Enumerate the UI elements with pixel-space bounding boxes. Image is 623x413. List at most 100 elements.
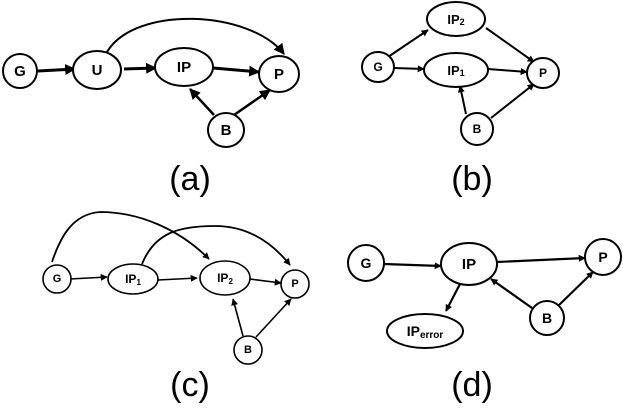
svg-text:B: B <box>542 310 552 326</box>
panel-b-label: (b) <box>451 160 493 198</box>
edge-c-g-ip2 <box>51 211 210 263</box>
node-c-b: B <box>233 335 263 365</box>
node-d-b-label: B <box>542 310 552 326</box>
node-d-g: G <box>347 244 385 282</box>
node-b-p: P <box>526 57 560 89</box>
svg-text:B: B <box>221 122 232 139</box>
node-c-ip2-main: IP <box>217 271 228 285</box>
panel-c: G IP1 IP2 P B (c) <box>42 211 310 404</box>
panel-c-edges <box>51 211 292 338</box>
node-b-g: G <box>361 51 395 83</box>
node-c-ip2-label: IP2 <box>217 271 233 286</box>
edge-c-b-ip2 <box>231 298 244 337</box>
edge-a-u-p <box>106 17 285 55</box>
svg-text:B: B <box>244 344 252 356</box>
node-b-b-label: B <box>473 122 482 136</box>
node-c-b-label: B <box>244 344 252 356</box>
node-d-ip-label: IP <box>462 256 476 273</box>
node-d-g-label: G <box>361 255 372 271</box>
node-d-ip: IP <box>440 242 498 286</box>
node-a-g-label: G <box>14 63 26 80</box>
node-b-b: B <box>460 112 494 146</box>
edge-b-g-ip2 <box>387 29 429 58</box>
panel-b-edges <box>387 27 535 119</box>
node-d-iperror-sub: error <box>420 330 443 341</box>
node-b-ip2-label: IP2 <box>447 12 464 28</box>
edge-d-ip-p <box>496 254 586 264</box>
node-d-b: B <box>529 300 565 336</box>
svg-text:P: P <box>598 249 607 265</box>
svg-text:IP: IP <box>177 59 191 76</box>
edge-b-ip1-p <box>487 68 528 76</box>
node-b-ip2-main: IP <box>447 12 460 27</box>
edge-b-b-ip1 <box>457 85 467 115</box>
node-c-ip2-sub: 2 <box>228 277 233 286</box>
edge-a-g-u <box>37 64 77 76</box>
svg-text:G: G <box>53 273 62 285</box>
node-c-p-label: P <box>291 278 298 290</box>
node-b-p-label: P <box>539 66 547 80</box>
panel-c-label: (c) <box>170 366 210 404</box>
node-a-p-label: P <box>274 66 284 83</box>
node-d-iperror-main: IP <box>407 323 420 339</box>
node-c-g: G <box>42 264 72 294</box>
edge-c-ip1-ip2 <box>157 274 198 282</box>
node-a-p: P <box>258 55 300 93</box>
edge-a-u-ip <box>123 62 158 74</box>
panel-a-label: (a) <box>169 160 211 198</box>
edge-c-ip2-p <box>249 278 282 286</box>
node-b-ip1: IP1 <box>423 52 489 88</box>
edge-a-b-ip <box>189 88 215 116</box>
node-b-g-label: G <box>373 60 382 74</box>
node-b-ip2: IP2 <box>426 1 486 37</box>
edge-d-ip-iperror <box>445 283 461 312</box>
svg-text:G: G <box>361 255 372 271</box>
node-c-p: P <box>280 269 310 299</box>
node-a-ip-label: IP <box>177 59 191 76</box>
node-a-b: B <box>207 112 245 148</box>
edge-d-g-ip <box>383 262 442 270</box>
node-a-u-label: U <box>92 62 103 79</box>
svg-text:U: U <box>92 62 103 79</box>
node-c-ip1-sub: 1 <box>136 278 141 287</box>
svg-text:P: P <box>539 66 547 80</box>
node-a-b-label: B <box>221 122 232 139</box>
panel-a: G U IP P B (a) <box>2 17 300 198</box>
edge-b-g-ip1 <box>393 65 425 73</box>
node-c-ip1-label: IP1 <box>125 272 141 287</box>
node-c-g-label: G <box>53 273 62 285</box>
svg-text:B: B <box>473 122 482 136</box>
edge-c-g-ip1 <box>69 273 108 281</box>
node-d-p-label: P <box>598 249 607 265</box>
node-b-ip1-sub: 1 <box>460 68 465 78</box>
edge-a-ip-p <box>212 65 261 77</box>
node-b-ip1-main: IP <box>447 63 460 78</box>
svg-text:G: G <box>373 60 382 74</box>
svg-text:P: P <box>274 66 284 83</box>
node-b-ip1-label: IP1 <box>447 63 464 79</box>
edge-c-ip1-p <box>141 225 291 266</box>
panel-d-edges <box>383 254 594 312</box>
panel-d: G IP P B IPerror (d) <box>347 238 622 404</box>
edge-c-b-p <box>255 298 292 338</box>
node-c-ip2: IP2 <box>199 260 251 296</box>
edge-d-b-ip <box>490 278 533 309</box>
svg-text:P: P <box>291 278 298 290</box>
svg-text:IP: IP <box>462 256 476 273</box>
node-a-u: U <box>72 50 122 90</box>
node-d-iperror-label: IPerror <box>407 323 444 341</box>
edge-b-ip2-p <box>485 27 535 63</box>
panel-b: IP2 IP1 G P B (b) <box>361 1 560 198</box>
node-c-ip1: IP1 <box>107 263 159 295</box>
edge-b-b-p <box>490 83 535 119</box>
node-d-p: P <box>584 238 622 276</box>
svg-text:G: G <box>14 63 26 80</box>
panel-d-label: (d) <box>451 366 493 404</box>
node-b-ip2-sub: 2 <box>460 17 465 27</box>
edge-a-b-p <box>233 88 271 117</box>
node-a-g: G <box>2 53 38 89</box>
node-d-iperror: IPerror <box>386 313 464 349</box>
panel-a-edges <box>37 17 285 117</box>
